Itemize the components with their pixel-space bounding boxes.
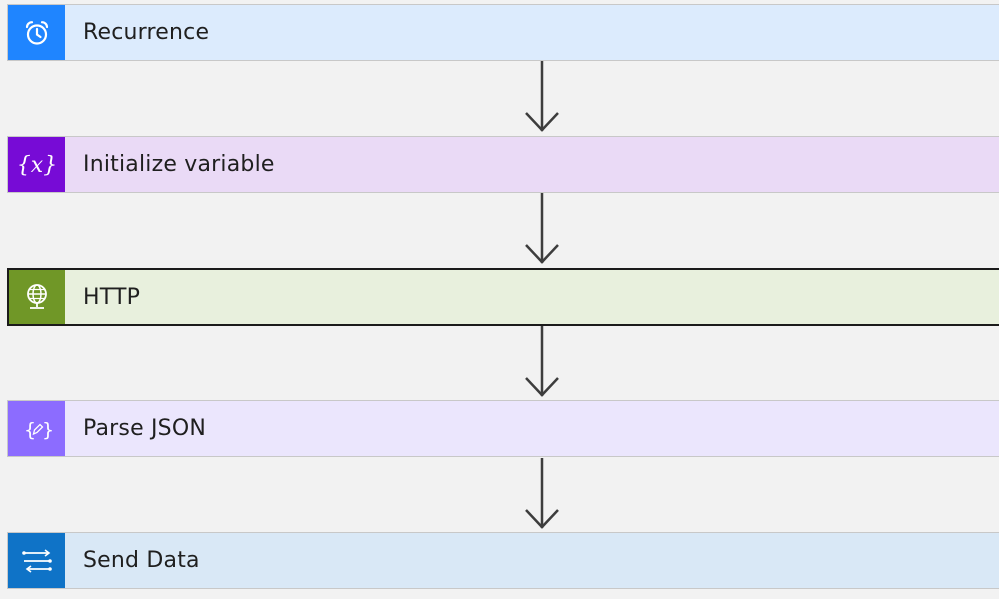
step-label: Initialize variable xyxy=(83,152,275,177)
step-http[interactable]: HTTP xyxy=(7,268,999,326)
alarm-clock-icon xyxy=(8,5,65,60)
svg-text:{: { xyxy=(24,419,36,441)
svg-text:}: } xyxy=(42,419,54,441)
connector-arrow xyxy=(523,326,563,401)
svg-text:{x}: {x} xyxy=(17,153,57,178)
step-parse-json[interactable]: { } Parse JSON xyxy=(7,400,999,457)
globe-icon xyxy=(9,270,65,324)
connector-arrow xyxy=(523,193,563,268)
step-recurrence[interactable]: Recurrence xyxy=(7,4,999,61)
step-send-data[interactable]: Send Data xyxy=(7,532,999,589)
data-flow-icon xyxy=(8,533,65,588)
json-braces-icon: { } xyxy=(8,401,65,456)
variable-x-icon: {x} xyxy=(8,137,65,192)
step-label: Recurrence xyxy=(83,20,210,45)
connector-arrow xyxy=(523,458,563,533)
step-initialize-variable[interactable]: {x} Initialize variable xyxy=(7,136,999,193)
connector-arrow xyxy=(523,61,563,136)
step-label: Send Data xyxy=(83,548,200,573)
step-label: Parse JSON xyxy=(83,416,207,441)
step-label: HTTP xyxy=(83,284,141,310)
